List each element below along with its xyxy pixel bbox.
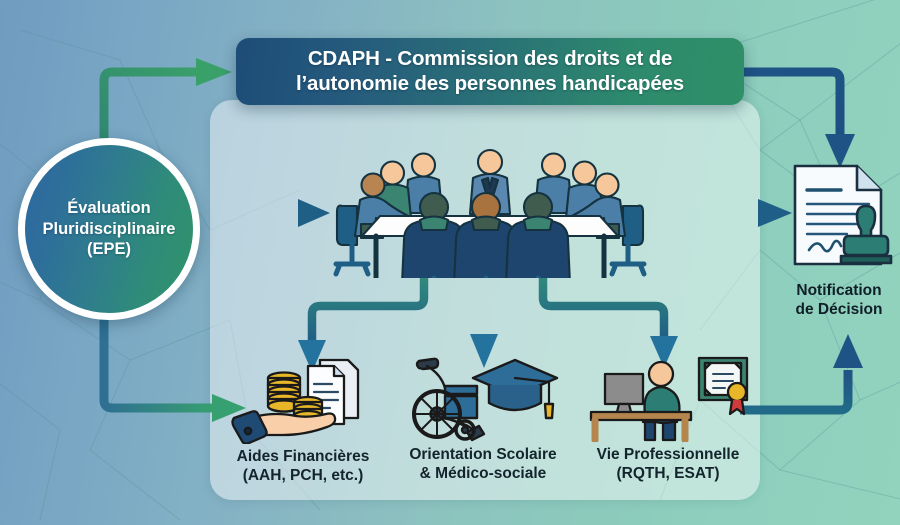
banner-title: CDAPH - Commission des droits et de l’au… [296, 46, 684, 95]
notification-line2: de Décision [795, 300, 883, 318]
outcome-orientation-scolaire: Orientation Scolaire & Médico-sociale [388, 350, 578, 483]
notification-line1: Notification [796, 282, 882, 299]
outcome-vie-professionnelle: Vie Professionnelle (RQTH, ESAT) [573, 350, 763, 483]
epe-label-line2: Pluridisciplinaire [42, 219, 176, 238]
hand-with-coins-and-documents-icon [228, 352, 378, 444]
outcome-aides-line1: Aides Financières [236, 448, 370, 465]
arrow-meeting-to-notification [648, 199, 792, 227]
meeting-person-front-right [505, 191, 571, 278]
meeting-chair-right [609, 204, 647, 277]
arrow-epe-to-banner [99, 58, 232, 178]
epe-label-line1: Évaluation [67, 198, 151, 217]
outcome-label-vie: Vie Professionnelle (RQTH, ESAT) [597, 446, 740, 483]
outcome-aides-line2: (AAH, PCH, etc.) [242, 466, 364, 484]
wheelchair-and-graduation-cap-icon [403, 350, 563, 442]
stamped-document-icon [781, 160, 897, 277]
arrow-vie-to-notification [740, 334, 863, 415]
commission-meeting-illustration [333, 148, 647, 278]
outcome-orientation-line1: Orientation Scolaire [409, 446, 557, 463]
arrow-meeting-to-vie [538, 266, 678, 368]
outcome-label-aides: Aides Financières (AAH, PCH, etc.) [237, 448, 370, 485]
outcome-label-orientation: Orientation Scolaire & Médico-sociale [409, 446, 556, 483]
outcome-vie-line1: Vie Professionnelle [596, 446, 740, 463]
notification-label: Notification de Décision [796, 282, 883, 319]
arrow-meeting-to-aides [298, 266, 429, 372]
meeting-chair-left [333, 204, 371, 277]
epe-label-line3: (EPE) [86, 240, 131, 259]
arrow-epe-to-meeting [196, 199, 330, 227]
arrow-epe-to-aides [99, 283, 246, 422]
notification-block: Notification de Décision [778, 160, 900, 319]
epe-circle: Évaluation Pluridisciplinaire (EPE) [18, 138, 200, 320]
arrow-banner-to-notification [736, 67, 855, 168]
outcome-orientation-line2: & Médico-sociale [419, 464, 547, 482]
outcome-aides-financieres: Aides Financières (AAH, PCH, etc.) [208, 352, 398, 485]
worker-at-desk-with-certificate-icon [583, 350, 753, 442]
outcome-vie-line2: (RQTH, ESAT) [616, 464, 720, 482]
meeting-person-back-right [533, 152, 574, 215]
cdaph-header-banner: CDAPH - Commission des droits et de l’au… [236, 38, 744, 105]
